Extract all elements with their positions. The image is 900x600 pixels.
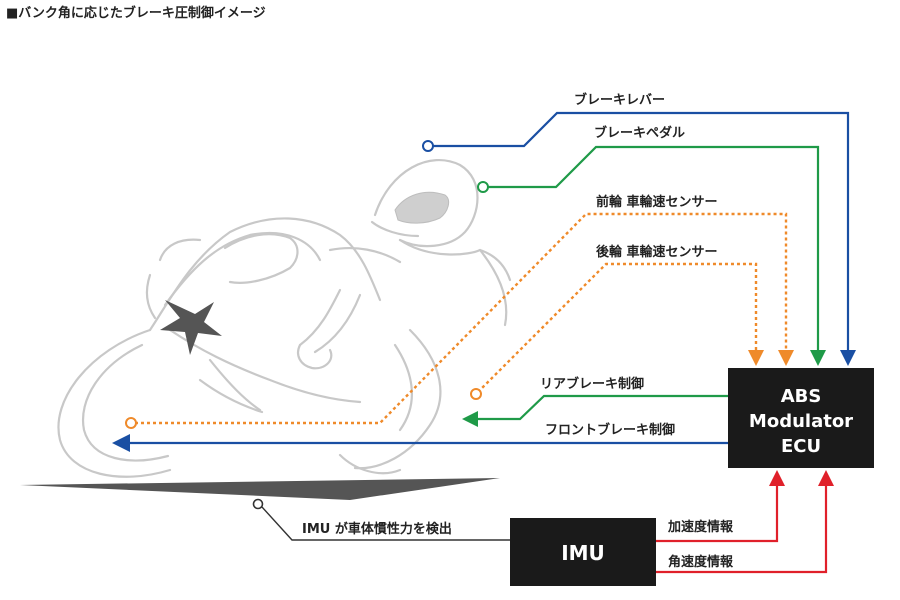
rear-wheel-sensor-arrowhead bbox=[748, 350, 764, 366]
brake-lever-line bbox=[422, 111, 856, 366]
brake-pedal-line bbox=[477, 145, 826, 366]
ground-shadow bbox=[20, 478, 500, 500]
front-brake-control-arrowhead bbox=[112, 434, 130, 452]
label-imu-caption: IMU が車体慣性力を検出 bbox=[302, 521, 452, 537]
brake-pedal-arrowhead bbox=[810, 350, 826, 366]
label-rear-brake-control: リアブレーキ制御 bbox=[540, 376, 644, 392]
label-front-brake-control: フロントブレーキ制御 bbox=[545, 422, 675, 438]
front-wheel-speed-sensor-line bbox=[125, 212, 794, 429]
acceleration-info-arrowhead bbox=[769, 470, 785, 486]
brake-lever-sensor-point bbox=[422, 140, 434, 152]
motorcycle-rider-illustration bbox=[57, 159, 512, 478]
label-front-wheel-speed-sensor: 前輪 車輪速センサー bbox=[596, 194, 718, 210]
label-rear-wheel-speed-sensor: 後輪 車輪速センサー bbox=[596, 244, 718, 260]
rear-brake-control-arrowhead bbox=[462, 411, 478, 427]
imu-caption-leader bbox=[252, 498, 510, 541]
helmet-visor bbox=[394, 191, 450, 224]
angular-velocity-info-arrowhead bbox=[818, 470, 834, 486]
acceleration-info-line bbox=[656, 470, 785, 543]
front-brake-control-line bbox=[112, 434, 728, 452]
angular-velocity-info-line bbox=[656, 470, 834, 574]
imu-caption-point bbox=[252, 498, 264, 510]
ecu-label-line1: ABS bbox=[781, 386, 822, 407]
brake-lever-arrowhead bbox=[840, 350, 856, 366]
label-acceleration-info: 加速度情報 bbox=[667, 519, 734, 535]
page-title: ■バンク角に応じたブレーキ圧制御イメージ bbox=[6, 6, 266, 21]
ecu-label-line3: ECU bbox=[781, 436, 821, 457]
abs-modulator-ecu-box: ABS Modulator ECU bbox=[728, 368, 874, 468]
rear-brake-control-line bbox=[462, 394, 728, 427]
imu-box: IMU bbox=[510, 518, 656, 586]
rear-wheel-sensor-point bbox=[470, 388, 482, 400]
front-wheel-sensor-arrowhead bbox=[778, 350, 794, 366]
imu-box-label: IMU bbox=[561, 541, 605, 565]
fairing-star-mark bbox=[160, 300, 222, 355]
label-brake-lever: ブレーキレバー bbox=[574, 92, 665, 108]
ecu-label-line2: Modulator bbox=[749, 411, 853, 432]
label-angular-velocity-info: 角速度情報 bbox=[668, 554, 734, 570]
label-brake-pedal: ブレーキペダル bbox=[594, 125, 685, 141]
front-wheel-sensor-point bbox=[125, 417, 137, 429]
brake-pedal-sensor-point bbox=[477, 181, 489, 193]
rear-wheel-speed-sensor-line bbox=[470, 262, 764, 400]
